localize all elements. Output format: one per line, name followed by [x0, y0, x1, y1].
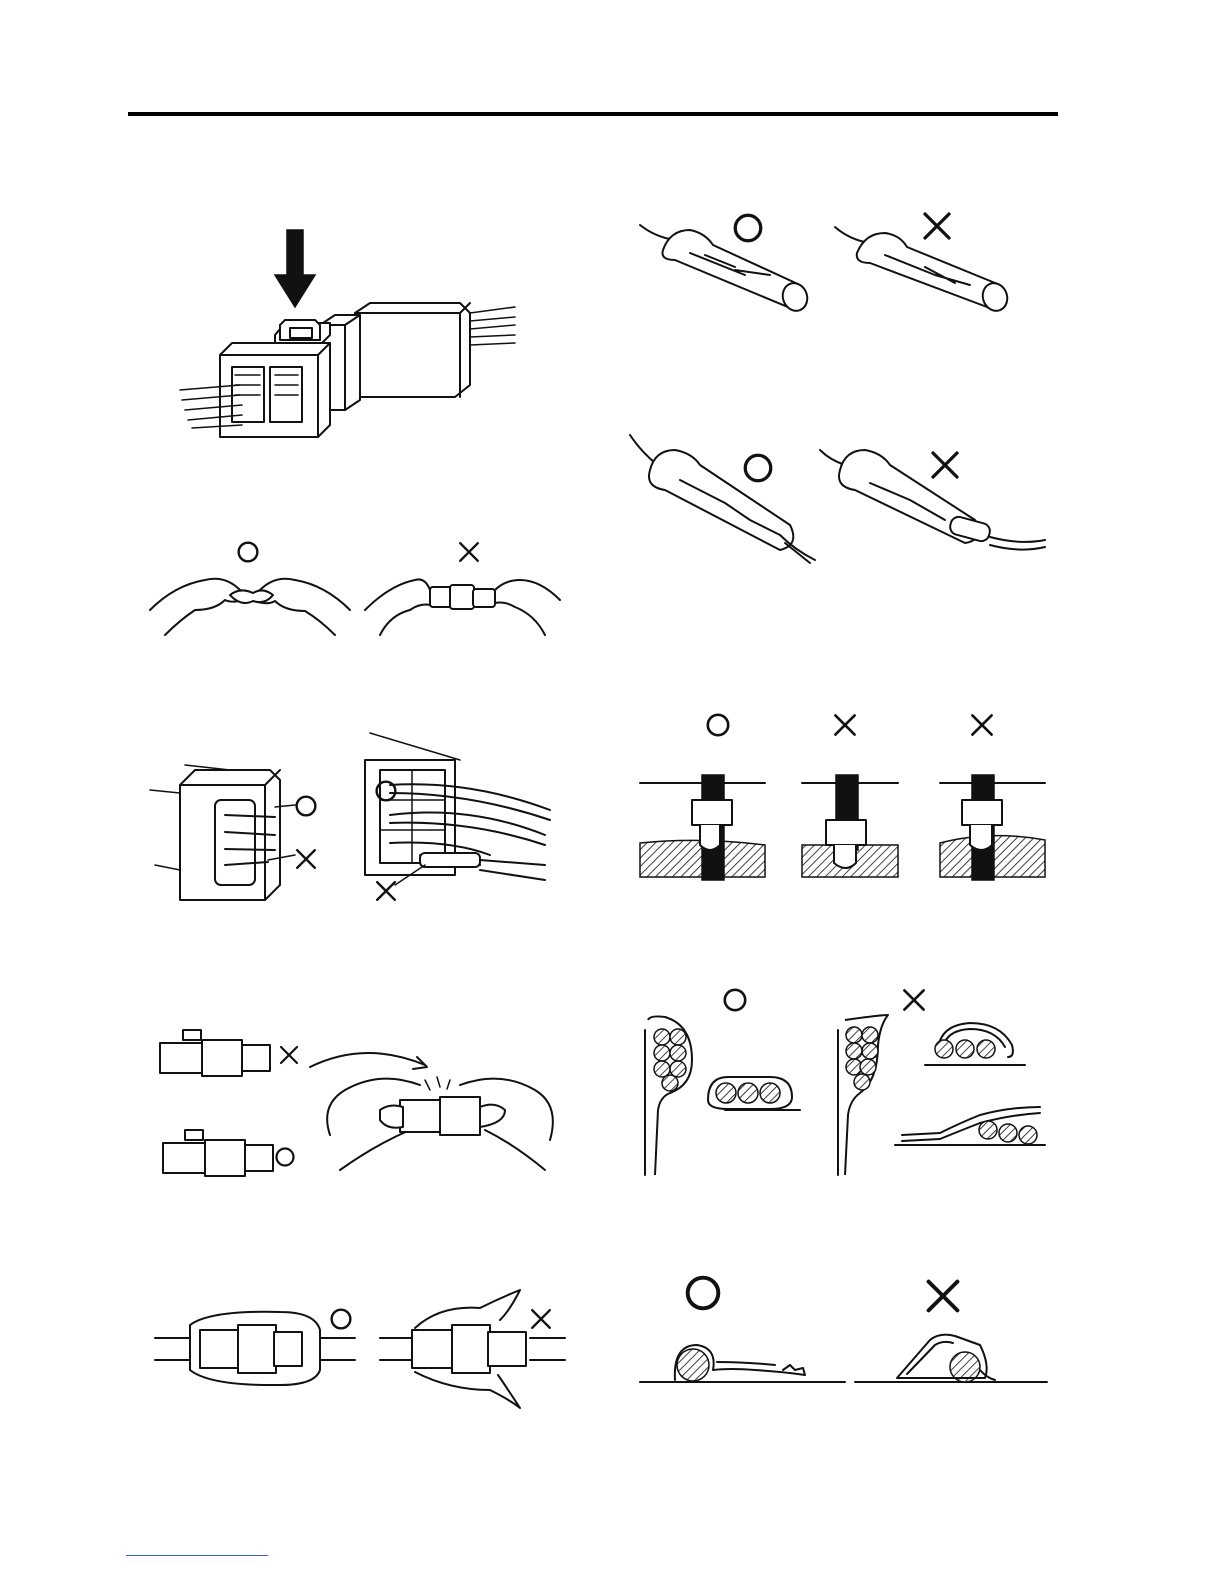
connector-push-down-illustration	[170, 225, 520, 445]
correct-mark-icon	[239, 543, 258, 562]
insulating-sleeve-placement-illustration	[635, 205, 1035, 320]
rubber-boot-cover-illustration	[150, 1290, 570, 1410]
incorrect-mark-icon	[297, 850, 315, 868]
incorrect-mark-icon	[904, 990, 923, 1009]
incorrect-mark-icon	[933, 453, 957, 477]
incorrect-mark-icon	[972, 715, 991, 734]
incorrect-mark-icon	[281, 1047, 297, 1063]
incorrect-mark-icon	[929, 1282, 958, 1311]
correct-mark-icon	[332, 1310, 351, 1329]
incorrect-mark-icon	[377, 882, 395, 900]
push-arrow-icon	[275, 230, 315, 307]
incorrect-mark-icon	[532, 1310, 550, 1328]
correct-mark-icon	[277, 1149, 294, 1166]
correct-mark-icon	[708, 715, 728, 735]
correct-mark-icon	[735, 215, 761, 241]
harness-clamp-wrapping-illustration	[640, 985, 1050, 1180]
header-rule	[128, 112, 1058, 116]
tie-band-fastening-illustration	[640, 705, 1050, 885]
correct-mark-icon	[688, 1278, 719, 1309]
clamp-bend-direction-illustration	[635, 1270, 1055, 1390]
hands-joining-terminals-illustration	[145, 535, 565, 645]
footer-link-underline[interactable]	[126, 1555, 268, 1556]
incorrect-mark-icon	[835, 715, 854, 734]
terminal-pins-alignment-illustration	[150, 725, 560, 910]
sleeve-over-splice-illustration	[630, 425, 1050, 565]
correct-mark-icon	[725, 990, 745, 1010]
correct-mark-icon	[745, 455, 771, 481]
incorrect-mark-icon	[460, 543, 478, 561]
connector-lock-engagement-illustration	[155, 1025, 560, 1175]
correct-mark-icon	[297, 797, 316, 816]
incorrect-mark-icon	[925, 214, 949, 238]
